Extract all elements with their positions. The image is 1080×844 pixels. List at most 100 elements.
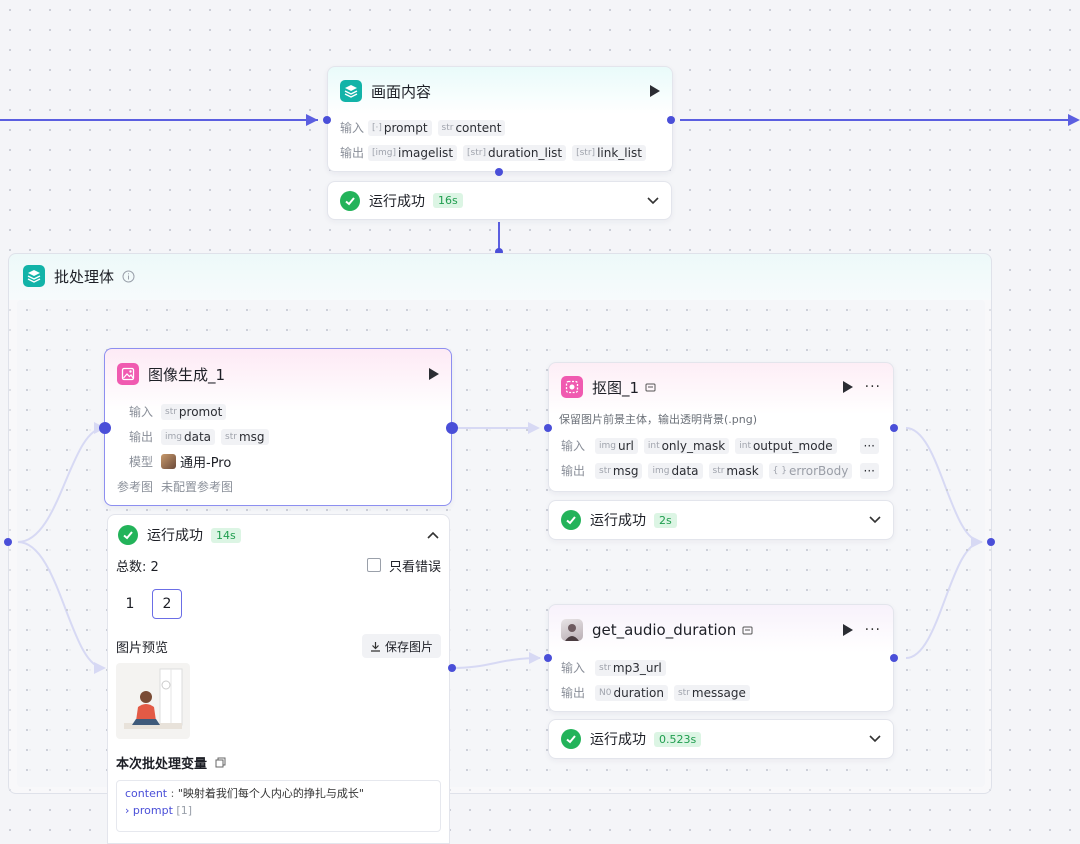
outputs-row: 输出 [img]imagelist [str]duration_list [st… bbox=[328, 140, 672, 165]
more-params-icon[interactable]: ··· bbox=[859, 437, 879, 454]
status-bar-content[interactable]: 运行成功 16s bbox=[327, 181, 672, 220]
duration-badge: 16s bbox=[433, 193, 463, 208]
var-prompt-row[interactable]: › prompt [1] bbox=[125, 804, 193, 817]
run-node-button[interactable] bbox=[429, 368, 439, 380]
duration-badge: 0.523s bbox=[654, 731, 702, 747]
status-bar-cutout[interactable]: 运行成功 2s bbox=[548, 500, 894, 540]
page-button[interactable]: 1 bbox=[125, 596, 135, 612]
illustration-image bbox=[124, 668, 183, 729]
input-port[interactable] bbox=[99, 422, 111, 434]
input-port[interactable] bbox=[323, 116, 331, 124]
output-port[interactable] bbox=[667, 116, 675, 124]
chevron-down-icon[interactable] bbox=[647, 196, 659, 205]
node-title: 画面内容 bbox=[371, 82, 432, 101]
batch-header: 批处理体 bbox=[23, 265, 135, 287]
cutout-icon bbox=[561, 376, 583, 398]
layers-icon bbox=[340, 80, 362, 102]
model-avatar-icon bbox=[161, 454, 176, 469]
info-icon[interactable] bbox=[122, 270, 135, 283]
output-port[interactable] bbox=[448, 664, 456, 672]
expand-icon[interactable]: › bbox=[125, 804, 130, 817]
input-port[interactable] bbox=[544, 424, 552, 432]
arrow-into-content bbox=[306, 114, 318, 126]
preview-header: 图片预览 保存图片 bbox=[108, 633, 449, 659]
only-errors-checkbox[interactable] bbox=[366, 558, 381, 572]
output-port[interactable] bbox=[495, 168, 503, 176]
check-icon bbox=[561, 510, 581, 530]
run-node-button[interactable] bbox=[842, 624, 853, 636]
batch-title: 批处理体 bbox=[54, 267, 115, 286]
node-description: 保留图片前景主体，输出透明背景(.png) bbox=[559, 413, 758, 426]
plugin-icon bbox=[645, 383, 656, 391]
only-errors-label: 只看错误 bbox=[388, 559, 441, 575]
arrow-right-out bbox=[1068, 114, 1080, 126]
batch-start-port[interactable] bbox=[4, 538, 12, 546]
reference-row: 参考图 未配置参考图 bbox=[117, 480, 234, 494]
var-content-row: content : "映射着我们每个人内心的挣扎与成长" bbox=[125, 787, 364, 800]
duration-badge: 14s bbox=[211, 527, 241, 543]
param-tag: [img]imagelist bbox=[368, 144, 458, 161]
param-tag: { }errorBody bbox=[768, 462, 853, 479]
copy-icon[interactable] bbox=[215, 757, 226, 768]
image-icon bbox=[117, 363, 139, 385]
param-tag: [·]prompt bbox=[368, 119, 432, 136]
more-options-icon[interactable]: ··· bbox=[864, 622, 881, 638]
layers-icon bbox=[23, 265, 45, 287]
pagination: 1 2 bbox=[108, 589, 449, 619]
output-port[interactable] bbox=[890, 424, 898, 432]
check-icon bbox=[561, 729, 581, 749]
chevron-down-icon[interactable] bbox=[869, 735, 881, 743]
chevron-down-icon[interactable] bbox=[869, 516, 881, 524]
batch-input-port[interactable] bbox=[495, 248, 503, 256]
vars-title: 本次批处理变量 bbox=[116, 757, 208, 772]
more-params-icon[interactable]: ··· bbox=[859, 462, 879, 479]
download-icon bbox=[370, 641, 380, 652]
chevron-up-icon[interactable] bbox=[427, 531, 439, 539]
more-options-icon[interactable]: ··· bbox=[864, 379, 881, 395]
check-icon bbox=[118, 525, 138, 545]
check-icon bbox=[340, 190, 360, 211]
input-port[interactable] bbox=[544, 654, 552, 662]
plugin-icon bbox=[742, 626, 753, 634]
save-image-button[interactable]: 保存图片 bbox=[361, 634, 441, 658]
output-port[interactable] bbox=[890, 654, 898, 662]
vars-box: content : "映射着我们每个人内心的挣扎与成长" › prompt [1… bbox=[116, 780, 441, 832]
param-tag: [str]link_list bbox=[572, 144, 646, 161]
page-button-active[interactable]: 2 bbox=[152, 589, 182, 619]
model-row: 模型 通用-Pro bbox=[129, 454, 232, 471]
run-node-button[interactable] bbox=[650, 85, 660, 97]
avatar-icon bbox=[561, 619, 583, 641]
duration-badge: 2s bbox=[654, 512, 677, 528]
status-bar-audio[interactable]: 运行成功 0.523s bbox=[548, 719, 894, 759]
status-panel-image: 运行成功 14s 总数: 2 只看错误 1 2 图片预览 保存图片 本次批处理变… bbox=[107, 514, 450, 844]
batch-summary-row: 总数: 2 只看错误 bbox=[108, 555, 449, 575]
preview-thumbnail[interactable] bbox=[116, 663, 190, 739]
run-node-button[interactable] bbox=[842, 381, 853, 393]
output-port[interactable] bbox=[446, 422, 458, 434]
status-header[interactable]: 运行成功 14s bbox=[108, 515, 449, 555]
vars-header: 本次批处理变量 bbox=[108, 753, 449, 772]
batch-end-port[interactable] bbox=[987, 538, 995, 546]
